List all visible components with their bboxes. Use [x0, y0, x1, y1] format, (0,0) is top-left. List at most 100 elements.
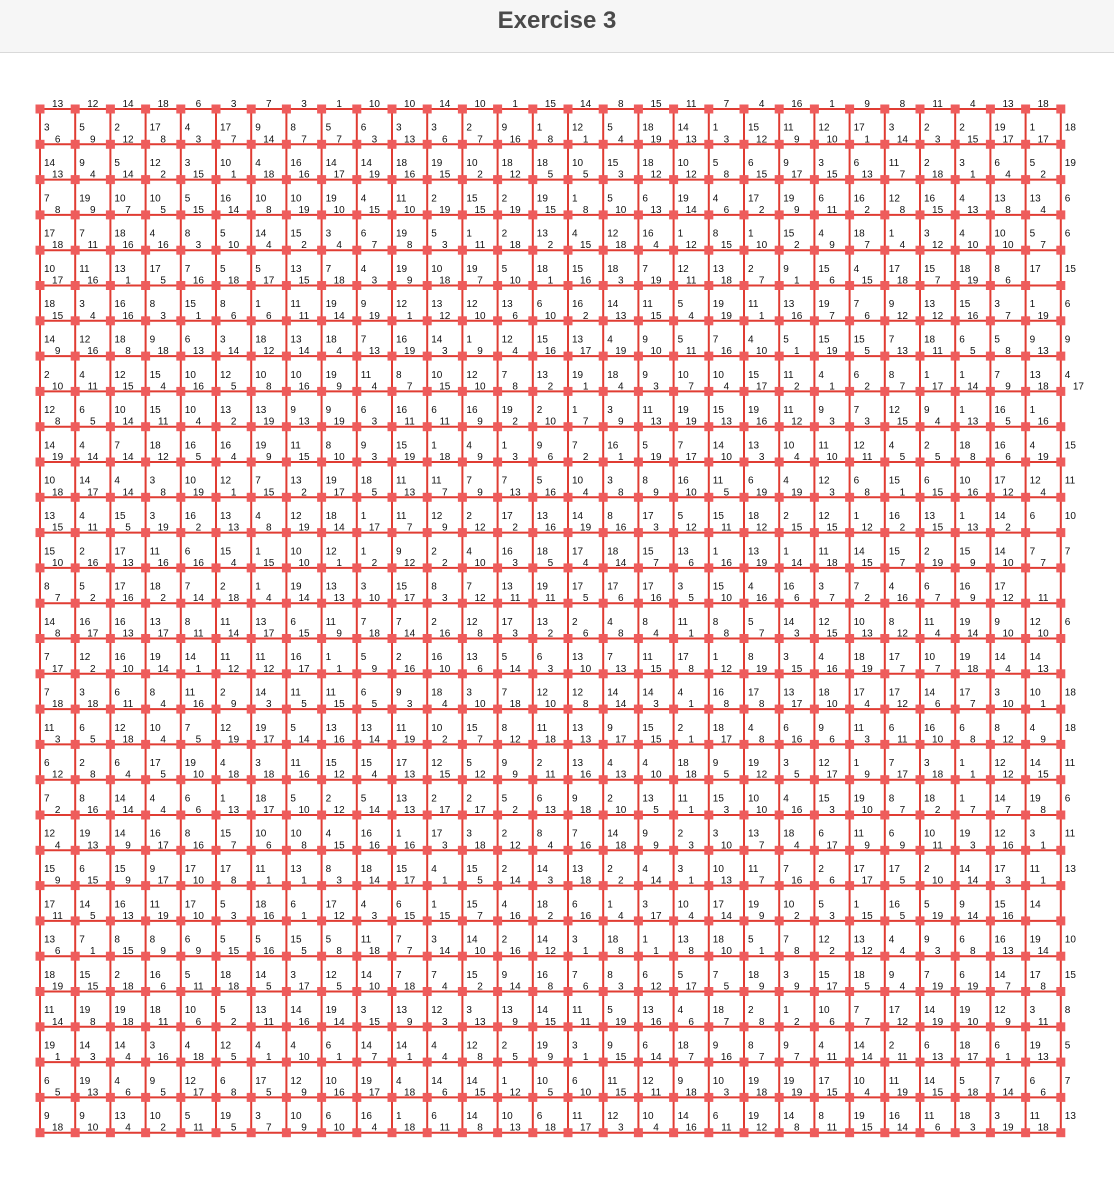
edge-weight-label: 2	[924, 158, 930, 169]
grid-node	[950, 845, 960, 855]
edge-weight-label: 10	[854, 1076, 866, 1087]
edge-weight-label: 11	[854, 723, 865, 734]
edge-weight-label: 5	[607, 193, 613, 204]
edge-weight-label: 13	[290, 864, 302, 875]
edge-weight-label: 9	[502, 123, 508, 134]
edge-weight-label: 4	[900, 240, 906, 251]
grid-node	[70, 775, 80, 785]
grid-node	[387, 386, 397, 396]
edge-weight-label: 7	[607, 652, 613, 663]
edge-weight-label: 5	[255, 264, 261, 275]
edge-weight-label: 17	[650, 911, 662, 922]
edge-weight-label: 11	[642, 652, 653, 663]
edge-weight-label: 15	[439, 381, 451, 392]
grid-node	[493, 881, 503, 891]
edge-weight-label: 18	[114, 229, 126, 240]
grid-node	[1056, 1022, 1066, 1032]
edge-weight-label: 17	[334, 487, 346, 498]
grid-node	[739, 634, 749, 643]
grid-node	[281, 775, 291, 785]
edge-weight-label: 7	[1040, 240, 1046, 251]
grid-node	[669, 139, 679, 149]
edge-weight-label: 10	[290, 370, 302, 381]
edge-weight-label: 8	[748, 1040, 754, 1051]
edge-weight-label: 8	[759, 734, 765, 745]
edge-weight-label: 2	[431, 617, 437, 628]
grid-node	[35, 316, 45, 326]
edge-weight-label: 5	[220, 229, 226, 240]
grid-node	[704, 704, 714, 714]
edge-weight-label: 4	[854, 264, 860, 275]
edge-weight-label: 10	[756, 805, 768, 816]
edge-weight-label: 16	[404, 840, 416, 851]
edge-weight-label: 17	[220, 864, 232, 875]
edge-weight-label: 12	[1030, 617, 1042, 628]
edge-weight-label: 12	[158, 452, 170, 463]
grid-node	[774, 281, 784, 290]
grid-node	[950, 528, 960, 538]
edge-weight-label: 12	[263, 346, 275, 357]
grid-node	[739, 281, 749, 290]
edge-weight-label: 6	[196, 99, 202, 110]
edge-weight-label: 16	[185, 511, 197, 522]
grid-node	[176, 669, 186, 679]
edge-weight-label: 1	[783, 1005, 789, 1016]
grid-node	[985, 669, 995, 679]
grid-node	[704, 739, 714, 749]
edge-weight-label: 7	[1005, 311, 1011, 322]
grid-node	[669, 1128, 679, 1138]
edge-weight-label: 5	[678, 511, 684, 522]
edge-weight-label: 3	[431, 935, 437, 946]
edge-weight-label: 18	[545, 734, 557, 745]
edge-weight-label: 16	[158, 558, 170, 569]
grid-node	[633, 563, 643, 573]
edge-weight-label: 17	[959, 687, 971, 698]
edge-weight-label: 8	[970, 946, 976, 957]
edge-weight-label: 17	[932, 381, 944, 392]
grid-node	[70, 1128, 80, 1138]
edge-weight-label: 15	[220, 829, 232, 840]
grid-node	[915, 492, 925, 502]
edge-weight-label: 14	[1002, 1087, 1014, 1098]
edge-weight-label: 12	[326, 970, 338, 981]
edge-weight-label: 4	[185, 1040, 191, 1051]
edge-weight-label: 9	[79, 1111, 85, 1122]
edge-weight-label: 17	[580, 346, 592, 357]
edge-weight-label: 1	[583, 381, 589, 392]
grid-node	[35, 845, 45, 855]
grid-node	[387, 704, 397, 714]
edge-weight-label: 10	[650, 770, 662, 781]
edge-weight-label: 19	[79, 1005, 91, 1016]
edge-weight-label: 3	[935, 946, 941, 957]
grid-node	[563, 739, 573, 749]
grid-node	[317, 281, 327, 290]
edge-weight-label: 1	[361, 546, 367, 557]
edge-weight-label: 19	[431, 158, 443, 169]
grid-node	[422, 281, 432, 290]
edge-weight-label: 10	[298, 558, 310, 569]
edge-weight-label: 19	[791, 1087, 803, 1098]
grid-node	[880, 916, 890, 926]
grid-node	[880, 281, 890, 290]
grid-node	[387, 210, 397, 220]
edge-weight-label: 16	[994, 405, 1006, 416]
edge-weight-label: 6	[266, 840, 272, 851]
edge-weight-label: 4	[889, 935, 895, 946]
edge-weight-label: 14	[369, 876, 381, 887]
grid-node	[1021, 845, 1031, 855]
edge-weight-label: 10	[924, 652, 936, 663]
edge-weight-label: 10	[44, 476, 56, 487]
grid-node	[70, 563, 80, 573]
grid-node	[141, 739, 151, 749]
edge-weight-label: 16	[334, 1087, 346, 1098]
edge-weight-label: 12	[862, 523, 874, 534]
grid-node	[633, 457, 643, 467]
edge-weight-label: 4	[336, 240, 342, 251]
grid-node	[633, 987, 643, 996]
edge-weight-label: 10	[150, 193, 162, 204]
edge-weight-label: 4	[900, 946, 906, 957]
edge-weight-label: 16	[87, 558, 99, 569]
edge-weight-label: 18	[615, 240, 627, 251]
edge-weight-label: 19	[959, 652, 971, 663]
edge-weight-label: 3	[572, 935, 578, 946]
